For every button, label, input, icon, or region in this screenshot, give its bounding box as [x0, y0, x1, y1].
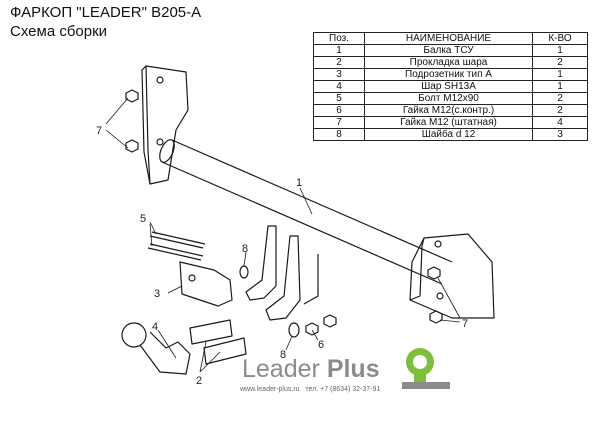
leader-line [299, 187, 313, 215]
nut-right-upper [427, 266, 441, 280]
leader-line [105, 129, 129, 149]
right-bracket-hole [434, 240, 442, 248]
leader-line [149, 223, 153, 247]
brand-name-part2: Plus [326, 355, 380, 383]
callout-8-bottom: 8 [280, 349, 286, 361]
leader-line [439, 319, 461, 323]
bolt-upper [149, 231, 206, 249]
brand-name-part1: Leader [242, 355, 320, 383]
left-mounting-bracket [145, 65, 189, 185]
tow-ball-arm [139, 331, 191, 375]
ball-mount-plate-left [245, 225, 277, 301]
callout-3: 3 [154, 288, 160, 300]
diagram-title: ФАРКОП "LEADER" B205-A [10, 4, 202, 21]
plate-connector [303, 254, 319, 305]
left-bracket-flange [141, 65, 151, 185]
brand-wordmark: Leader Plus [242, 355, 380, 384]
table-row: 2 Прокладка шара 2 [313, 56, 588, 69]
leader-line [243, 251, 247, 267]
crossbar-tube [161, 139, 453, 285]
ball-spacer-upper [189, 319, 233, 345]
parts-table: Поз. НАИМЕНОВАНИЕ К-ВО 1 Балка ТСУ 1 2 П… [313, 32, 588, 141]
bolt-lower [147, 243, 204, 261]
tow-ball [121, 322, 147, 348]
leader-line [149, 221, 157, 235]
table-row: 6 Гайка М12(с.контр.) 2 [313, 104, 588, 117]
ball-spacer-lower [203, 337, 247, 365]
parts-table-header: Поз. НАИМЕНОВАНИЕ К-ВО [313, 32, 588, 45]
leader-line [157, 329, 177, 359]
left-bracket-hole [156, 138, 164, 146]
nut-6-left [305, 322, 319, 336]
washer-bottom [288, 322, 300, 338]
right-bracket-hole [436, 292, 444, 300]
socket-bracket [179, 261, 233, 307]
callout-7-left: 7 [96, 125, 102, 137]
nut-right-lower [429, 310, 443, 324]
table-row: 8 Шайба d 12 3 [313, 128, 588, 141]
parts-table-body: 1 Балка ТСУ 1 2 Прокладка шара 2 3 Подро… [313, 44, 588, 141]
nut-left-lower [125, 139, 139, 153]
callout-6: 6 [318, 339, 324, 351]
socket-bracket-hole [188, 274, 196, 282]
callout-4: 4 [152, 321, 158, 333]
leader-line [105, 97, 129, 125]
crossbar-tube-end [159, 139, 175, 163]
brand-website: www.leader-plus.ru [240, 386, 300, 393]
leader-line [311, 329, 319, 341]
hitch-ball-logo-icon [402, 348, 450, 389]
callout-2: 2 [196, 375, 202, 387]
leader-line [199, 341, 207, 373]
brand-contact: www.leader-plus.ru тел. +7 (8634) 32-37-… [240, 386, 380, 393]
left-bracket-hole [156, 76, 164, 84]
cell-quantity: 3 [532, 128, 588, 141]
leader-line [285, 335, 293, 351]
leader-line [199, 351, 221, 373]
brand-phone: тел. +7 (8634) 32-37-91 [305, 386, 381, 393]
right-mounting-bracket [409, 233, 495, 319]
parts-table-header-row: Поз. НАИМЕНОВАНИЕ К-ВО [313, 32, 588, 45]
ball-mount-plate-right [265, 235, 301, 321]
callout-1: 1 [296, 177, 302, 189]
table-row: 7 Гайка М12 (штатная) 4 [313, 116, 588, 129]
washer-top [239, 265, 249, 279]
diagram-subtitle: Схема сборки [10, 23, 108, 40]
right-bracket-flange [409, 237, 425, 301]
nut-6-right [323, 314, 337, 328]
callout-7-right: 7 [462, 318, 468, 330]
leader-line [437, 277, 461, 319]
leader-line [167, 285, 183, 294]
nut-left-upper [125, 89, 139, 103]
callout-5: 5 [140, 213, 146, 225]
callout-8-top: 8 [242, 243, 248, 255]
